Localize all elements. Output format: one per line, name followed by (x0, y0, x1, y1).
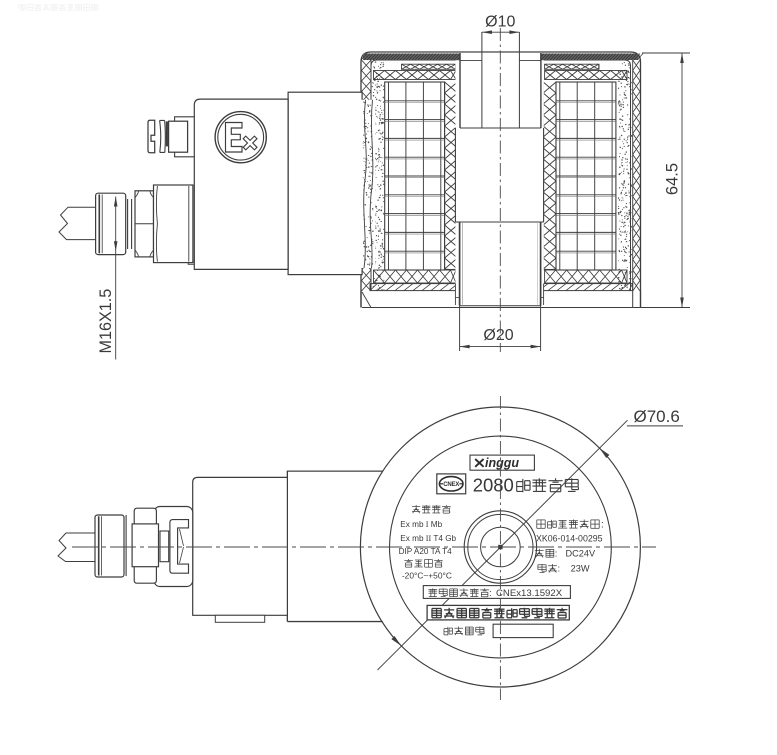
svg-text::: : (489, 588, 492, 599)
svg-text:Ø20: Ø20 (483, 327, 513, 344)
svg-text:2080: 2080 (473, 475, 514, 496)
svg-text:DC24V: DC24V (566, 549, 596, 559)
svg-text:Ø10: Ø10 (485, 14, 515, 31)
svg-text::: : (555, 549, 558, 560)
svg-text:-20°C~+50°C: -20°C~+50°C (402, 571, 452, 581)
svg-text::: : (441, 558, 444, 568)
svg-text::: : (601, 519, 604, 530)
svg-text::: : (482, 626, 485, 637)
svg-text:inggu: inggu (485, 456, 519, 470)
svg-text::: : (558, 564, 561, 575)
svg-text:DIP A20 TA T4: DIP A20 TA T4 (399, 547, 453, 556)
svg-text:Ex mb I Mb: Ex mb I Mb (400, 520, 442, 529)
svg-text:Ø70.6: Ø70.6 (634, 407, 680, 426)
svg-text:CNEX: CNEX (443, 482, 459, 488)
svg-text::: : (449, 504, 452, 515)
svg-text:64.5: 64.5 (664, 163, 682, 195)
svg-text:M16X1.5: M16X1.5 (97, 289, 115, 354)
svg-text:CNEx13.1592X: CNEx13.1592X (496, 588, 563, 599)
svg-text:23W: 23W (571, 564, 590, 574)
svg-text:Ex mb II T4 Gb: Ex mb II T4 Gb (400, 534, 456, 543)
svg-text:XK06-014-00295: XK06-014-00295 (536, 534, 603, 544)
